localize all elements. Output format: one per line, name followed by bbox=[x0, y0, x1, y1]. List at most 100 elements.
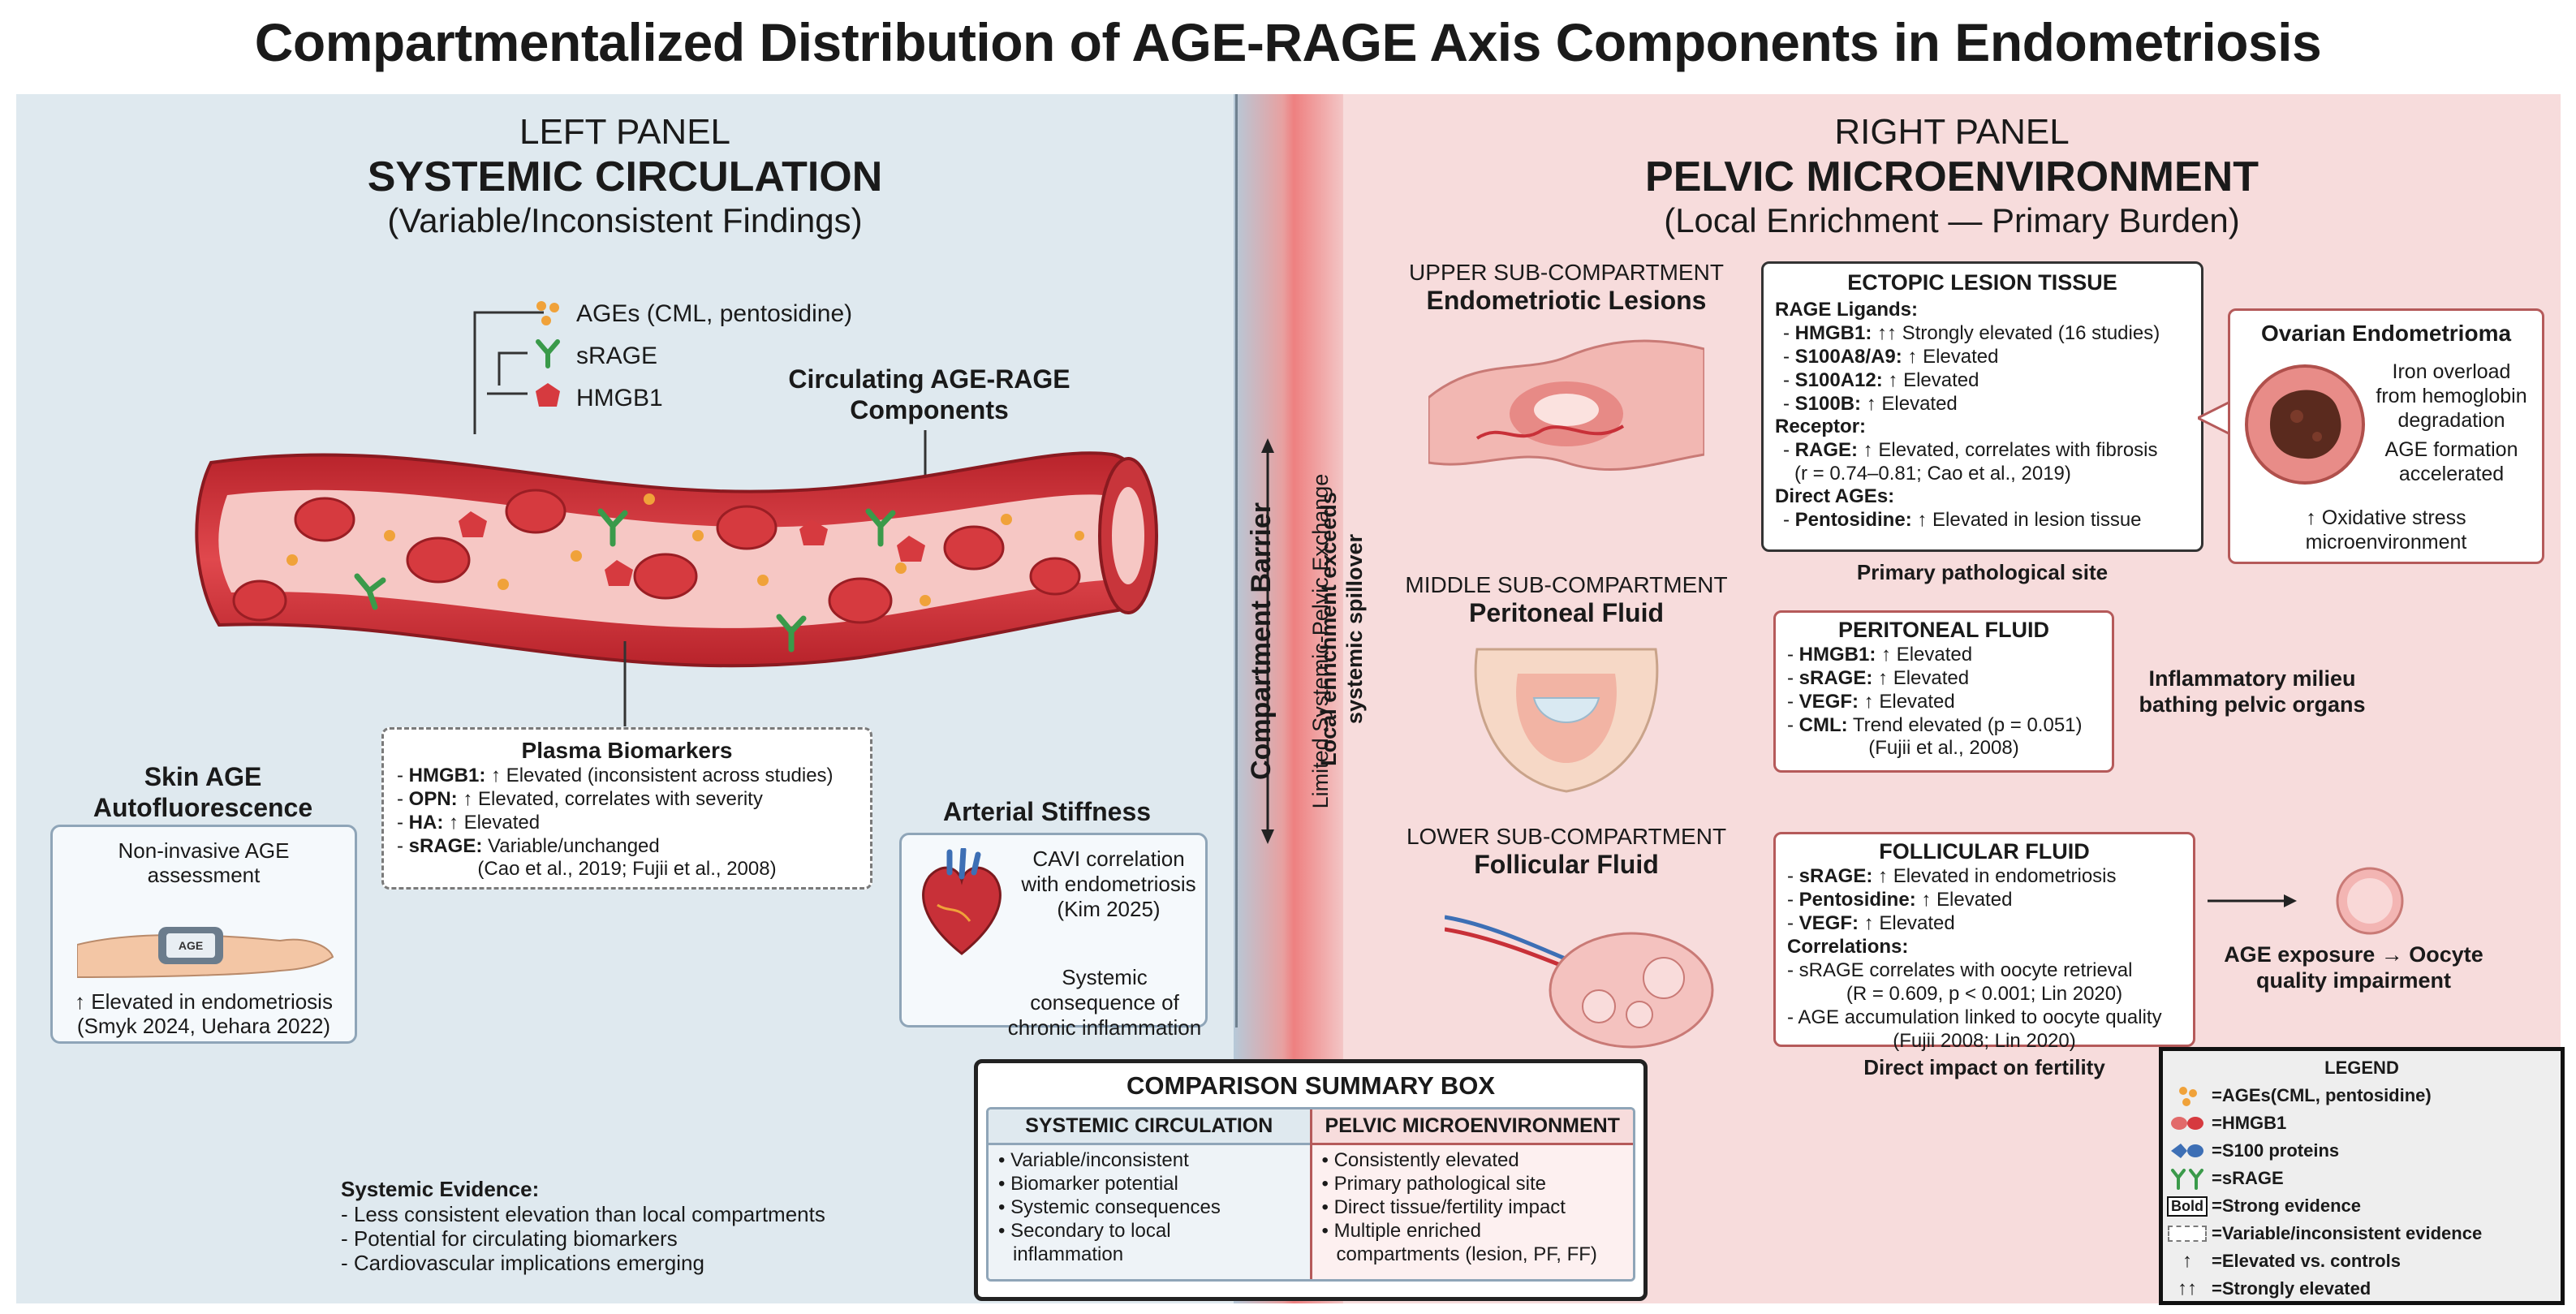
ligand-item: - S100A8/A9: ↑ Elevated bbox=[1783, 346, 1999, 368]
follicular-fluid-box: FOLLICULAR FLUID - sRAGE: ↑ Elevated in … bbox=[1773, 832, 2195, 1052]
systemic-evidence: Systemic Evidence: - Less consistent ele… bbox=[341, 1177, 825, 1275]
middle-subcompartment-header: MIDDLE SUB-COMPARTMENT Peritoneal Fluid bbox=[1396, 572, 1737, 628]
legend-s100-icon bbox=[2163, 1140, 2212, 1161]
legend-box: LEGEND =AGEs(CML, pentosidine) =HMGB1 =S… bbox=[2159, 1047, 2565, 1305]
endometrioma-illustration bbox=[2245, 364, 2365, 485]
ectopic-lesion-box: ECTOPIC LESION TISSUE RAGE Ligands: - HM… bbox=[1761, 261, 2203, 552]
correlation-item: - AGE accumulation linked to oocyte qual… bbox=[1787, 1006, 2162, 1028]
middle-label: MIDDLE SUB-COMPARTMENT bbox=[1405, 572, 1728, 597]
legend-bold-sample: Bold bbox=[2163, 1196, 2212, 1217]
summary-systemic-head: SYSTEMIC CIRCULATION bbox=[989, 1109, 1310, 1145]
legend-row-strongly-elevated: ↑↑ =Strongly elevated bbox=[2163, 1275, 2561, 1303]
summary-title: COMPARISON SUMMARY BOX bbox=[1126, 1071, 1496, 1100]
summary-systemic-item-cont: inflammation bbox=[1013, 1243, 1124, 1265]
peritoneal-list: - HMGB1: ↑ Elevated - sRAGE: ↑ Elevated … bbox=[1787, 643, 2100, 737]
right-panel-subheading: (Local Enrichment — Primary Burden) bbox=[1664, 201, 2240, 239]
follicular-list: - sRAGE: ↑ Elevated in endometriosis - P… bbox=[1787, 864, 2182, 1053]
hmgb1-icon bbox=[532, 380, 564, 416]
ligand-item: - S100A12: ↑ Elevated bbox=[1783, 369, 1979, 391]
ovarian-title: Ovarian Endometrioma bbox=[2260, 321, 2512, 346]
left-panel-heading: SYSTEMIC CIRCULATION bbox=[367, 153, 883, 200]
direct-age-item: - Pentosidine: ↑ Elevated in lesion tiss… bbox=[1783, 509, 2142, 531]
summary-columns: SYSTEMIC CIRCULATION Variable/inconsiste… bbox=[986, 1107, 1635, 1282]
oocyte-side-line-1: AGE exposure → Oocyte bbox=[2224, 942, 2483, 967]
barrier-enrichment-line-2: systemic spillover bbox=[1342, 533, 1367, 725]
arterial-consequence: Systemic consequence of chronic inflamma… bbox=[999, 965, 1210, 1040]
skin-title-line-2: Autofluorescence bbox=[93, 793, 313, 822]
upper-caption: Primary pathological site bbox=[1856, 560, 2109, 584]
lower-subcompartment-header: LOWER SUB-COMPARTMENT Follicular Fluid bbox=[1396, 824, 1737, 880]
legend-label: =Strongly elevated bbox=[2212, 1278, 2371, 1299]
skin-finding: ↑ Elevated in endometriosis (Smyk 2024, … bbox=[53, 989, 355, 1038]
peritoneal-fluid-box: PERITONEAL FLUID - HMGB1: ↑ Elevated - s… bbox=[1773, 610, 2114, 773]
hmgb1-callout-label: HMGB1 bbox=[576, 385, 663, 411]
arterial-stiffness-title: Arterial Stiffness bbox=[942, 797, 1152, 826]
skin-age-box: Non-invasive AGE assessment AGE ↑ Elevat… bbox=[50, 825, 357, 1044]
plasma-title: Plasma Biomarkers bbox=[521, 738, 733, 763]
summary-systemic-item: Variable/inconsistent bbox=[998, 1148, 1300, 1172]
peritoneal-title: PERITONEAL FLUID bbox=[1837, 618, 2050, 642]
legend-srage-icon bbox=[2163, 1167, 2212, 1190]
summary-systemic-item: Biomarker potential bbox=[998, 1172, 1300, 1196]
panel-divider bbox=[1235, 94, 1238, 1028]
ages-icon bbox=[536, 301, 559, 325]
arterial-consequence-line-2: chronic inflammation bbox=[1007, 1015, 1202, 1040]
barrier-enrichment-label: Local enrichment exceeds systemic spillo… bbox=[1316, 467, 1372, 791]
legend-row-s100: =S100 proteins bbox=[2163, 1137, 2561, 1165]
legend-label: =sRAGE bbox=[2212, 1168, 2284, 1188]
plasma-item: - HA: ↑ Elevated bbox=[397, 812, 541, 834]
circulating-label-line-1: Circulating AGE-RAGE bbox=[788, 364, 1070, 394]
legend-title: LEGEND bbox=[2324, 1058, 2399, 1078]
left-panel-header: LEFT PANEL SYSTEMIC CIRCULATION (Variabl… bbox=[16, 112, 1234, 240]
rage-ligands-list: - HMGB1: ↑↑ Strongly elevated (16 studie… bbox=[1775, 321, 2190, 416]
plasma-item: - HMGB1: ↑ Elevated (inconsistent across… bbox=[397, 765, 834, 786]
oocyte-side-note: AGE exposure → Oocyte quality impairment bbox=[2191, 941, 2516, 993]
skin-desc-line-2: assessment bbox=[147, 863, 261, 887]
ovarian-line: from hemoglobin bbox=[2376, 385, 2527, 407]
legend-double-up-arrow-icon: ↑↑ bbox=[2178, 1277, 2197, 1299]
srage-icon bbox=[532, 337, 564, 373]
receptor-citation: (r = 0.74–0.81; Cao et al., 2019) bbox=[1794, 463, 2071, 485]
plasma-item: - OPN: ↑ Elevated, correlates with sever… bbox=[397, 788, 763, 810]
legend-row-elevated: ↑ =Elevated vs. controls bbox=[2163, 1247, 2561, 1275]
ovarian-line: Iron overload bbox=[2392, 360, 2511, 383]
summary-pelvic-list: Consistently elevated Primary pathologic… bbox=[1312, 1145, 1634, 1269]
legend-row-ages: =AGEs(CML, pentosidine) bbox=[2163, 1082, 2561, 1109]
arm-device-illustration bbox=[77, 927, 334, 979]
summary-pelvic-item: Direct tissue/fertility impact bbox=[1322, 1196, 1624, 1219]
skin-title-line-1: Skin AGE bbox=[144, 762, 262, 791]
follicular-item: - VEGF: ↑ Elevated bbox=[1787, 912, 1955, 934]
ovarian-line: degradation bbox=[2397, 409, 2505, 432]
arterial-desc-line-2: with endometriosis bbox=[1021, 872, 1196, 896]
legend-label: =S100 proteins bbox=[2212, 1140, 2340, 1161]
systemic-evidence-item: - Less consistent elevation than local c… bbox=[341, 1202, 825, 1226]
summary-systemic-item: Secondary to local bbox=[998, 1219, 1300, 1243]
correlations-title: Correlations: bbox=[1787, 936, 1909, 958]
follicle-illustration bbox=[1445, 915, 1714, 1049]
peritoneal-citation: (Fujii et al., 2008) bbox=[1868, 737, 2019, 759]
legend-up-arrow-icon: ↑ bbox=[2182, 1250, 2192, 1272]
correlation-item: - sRAGE correlates with oocyte retrieval bbox=[1787, 959, 2133, 981]
plasma-biomarkers-box: Plasma Biomarkers - HMGB1: ↑ Elevated (i… bbox=[381, 727, 872, 890]
srage-callout-label: sRAGE bbox=[576, 343, 658, 369]
skin-citation: (Smyk 2024, Uehara 2022) bbox=[76, 1014, 331, 1038]
peritoneal-item: - CML: Trend elevated (p = 0.051) bbox=[1787, 714, 2083, 736]
summary-systemic-list: Variable/inconsistent Biomarker potentia… bbox=[989, 1145, 1310, 1269]
lesion-illustration bbox=[1428, 339, 1704, 472]
upper-name: Endometriotic Lesions bbox=[1426, 286, 1707, 315]
legend-ages-icon bbox=[2163, 1084, 2212, 1108]
summary-systemic-column: SYSTEMIC CIRCULATION Variable/inconsiste… bbox=[989, 1109, 1312, 1279]
blood-vessel-illustration bbox=[195, 451, 1158, 668]
follicular-title: FOLLICULAR FLUID bbox=[1879, 839, 2090, 864]
plasma-pointer bbox=[623, 641, 627, 726]
plasma-list: - HMGB1: ↑ Elevated (inconsistent across… bbox=[397, 764, 857, 858]
upper-label: UPPER SUB-COMPARTMENT bbox=[1409, 260, 1724, 285]
circulating-components-label: Circulating AGE-RAGE Components bbox=[775, 364, 1083, 425]
peritoneal-side-line-1: Inflammatory milieu bbox=[2148, 666, 2356, 691]
ovarian-oxidative: ↑ Oxidative stress microenvironment bbox=[2230, 506, 2542, 554]
arterial-consequence-line-1: Systemic consequence of bbox=[1030, 965, 1179, 1015]
ovarian-oxidative-line: ↑ Oxidative stress bbox=[2306, 506, 2466, 529]
arterial-desc: CAVI correlation with endometriosis (Kim… bbox=[1015, 847, 1202, 922]
oocyte-side-line-2: quality impairment bbox=[2255, 968, 2452, 993]
legend-label: =Variable/inconsistent evidence bbox=[2212, 1223, 2483, 1243]
